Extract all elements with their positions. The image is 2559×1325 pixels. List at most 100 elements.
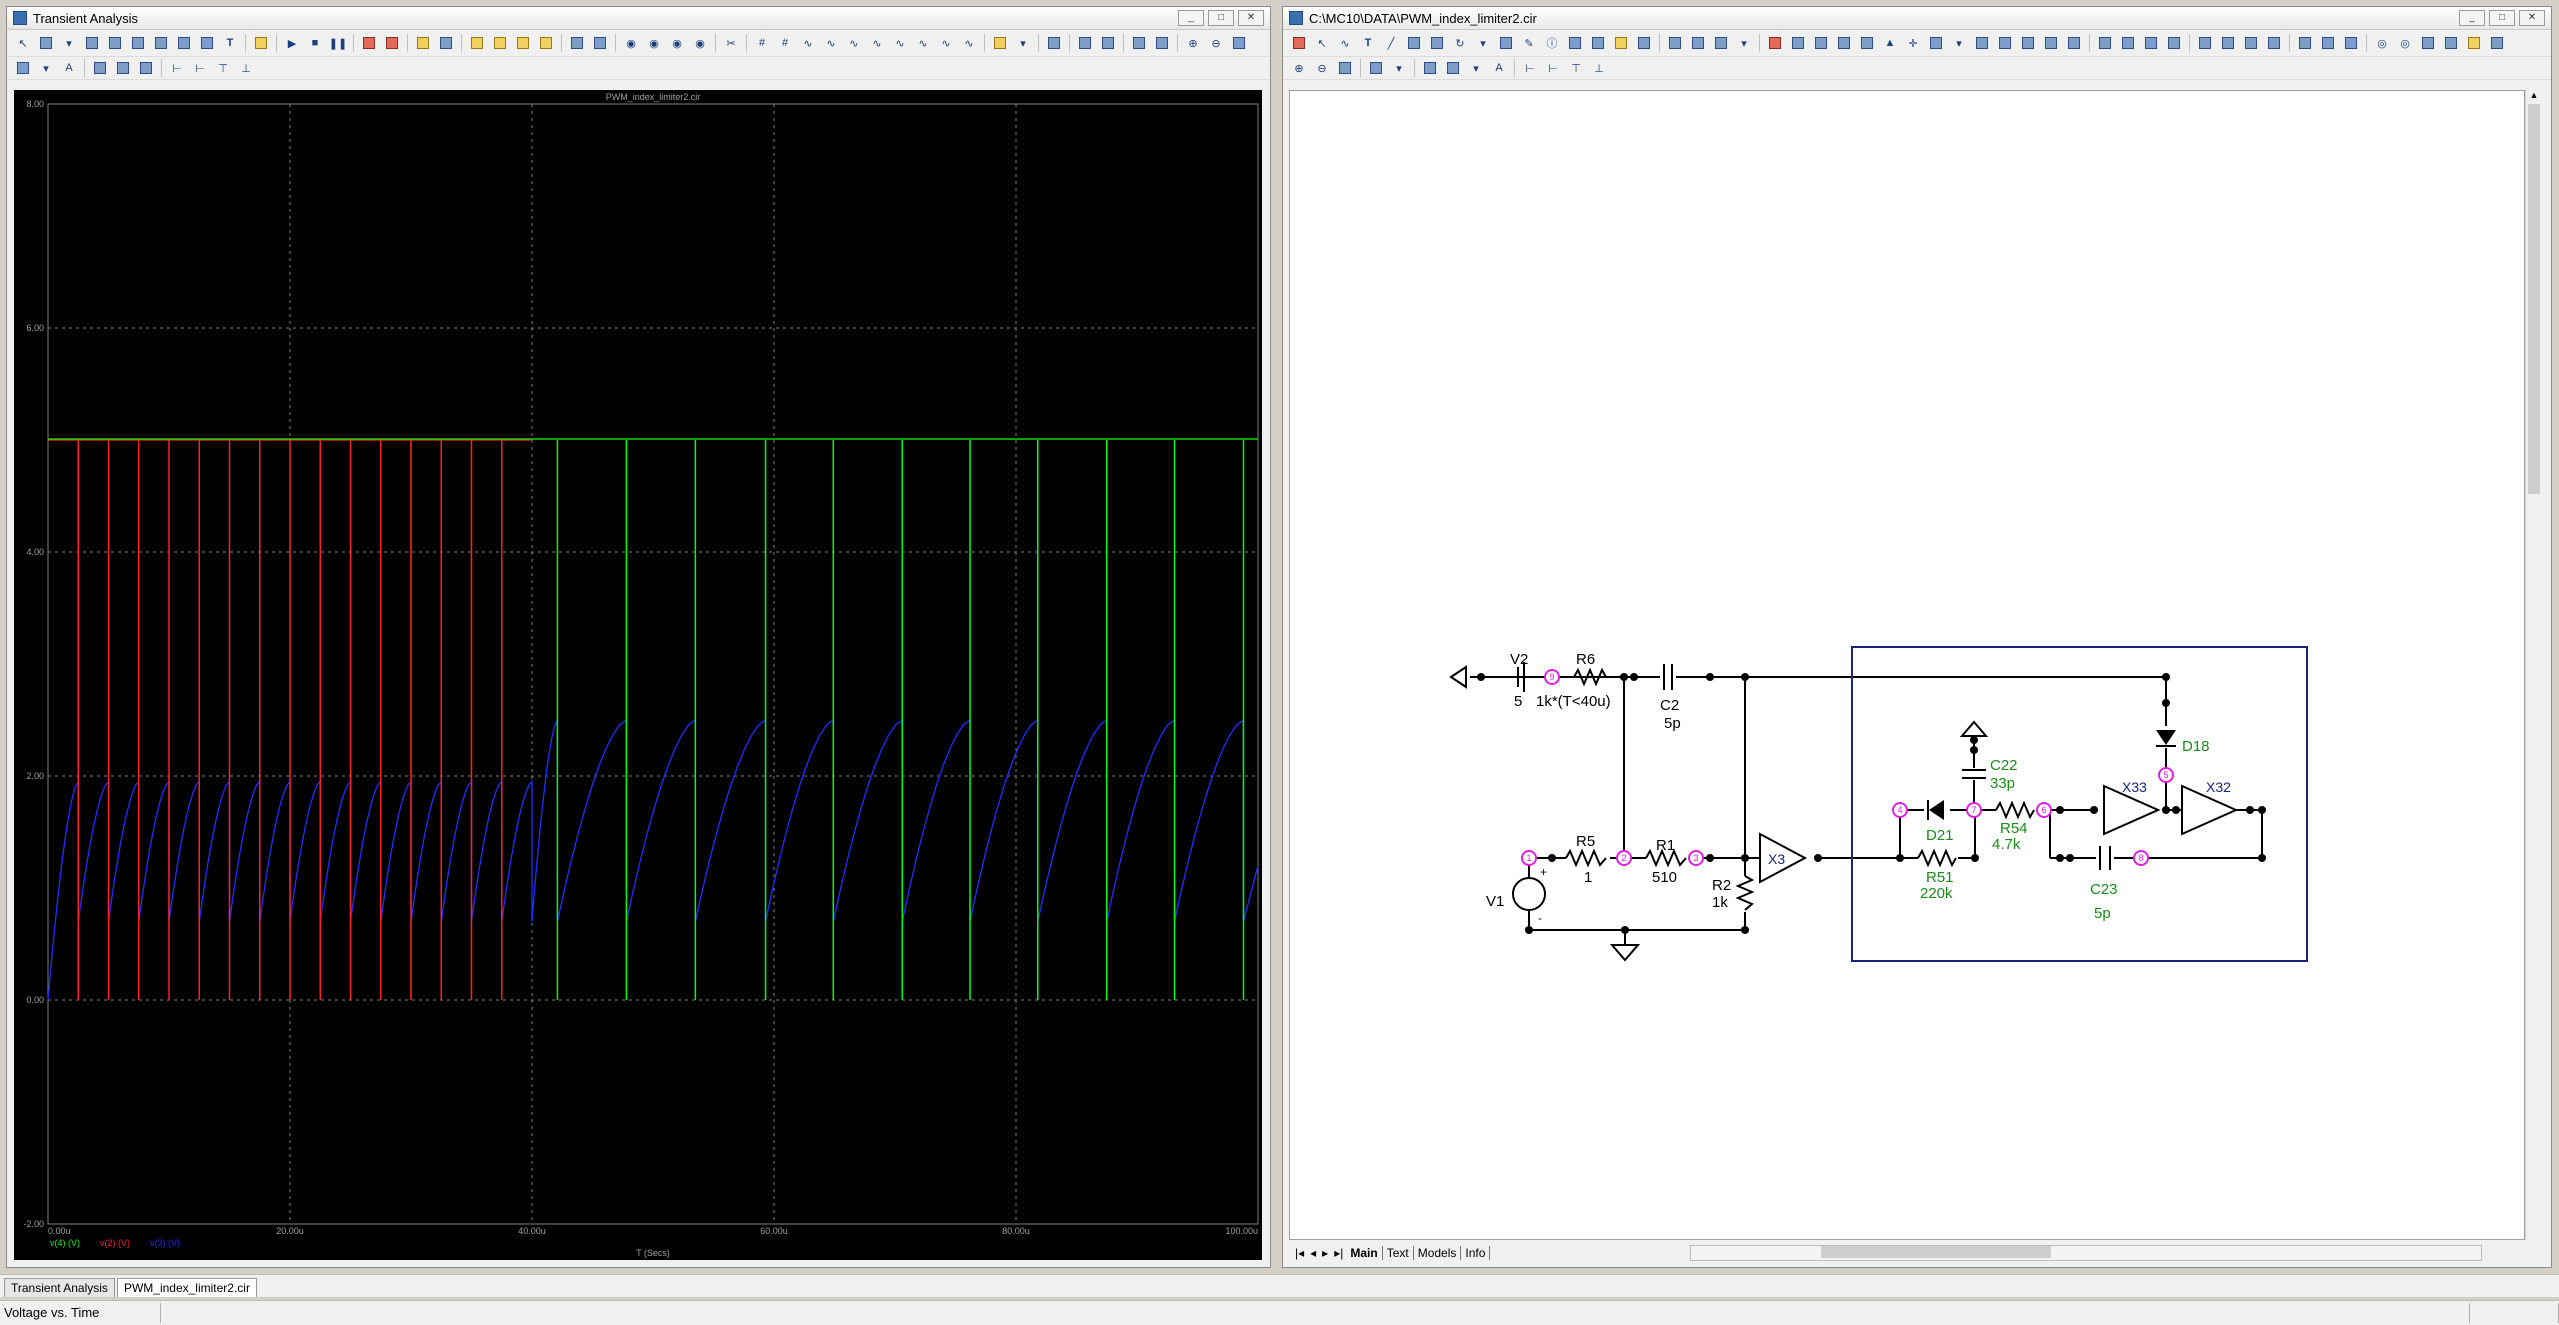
binoculars-icon[interactable] bbox=[2218, 33, 2238, 53]
tool-g-icon[interactable] bbox=[513, 33, 533, 53]
wave-d-icon[interactable]: ∿ bbox=[872, 37, 882, 50]
grid-2-icon[interactable] bbox=[1443, 58, 1463, 78]
wave-e-icon[interactable]: ∿ bbox=[895, 37, 905, 50]
wave-f-icon[interactable]: ∿ bbox=[918, 37, 928, 50]
tool-a-icon[interactable] bbox=[359, 33, 379, 53]
tab-first-icon[interactable]: |◂ bbox=[1295, 1246, 1305, 1260]
info-icon[interactable]: ⓘ bbox=[1546, 38, 1558, 50]
graphics-icon[interactable] bbox=[1427, 33, 1447, 53]
wave-b-icon[interactable]: ∿ bbox=[826, 37, 836, 50]
find-icon[interactable] bbox=[2195, 33, 2215, 53]
tool-l-icon[interactable] bbox=[1611, 33, 1631, 53]
tool-h-icon[interactable] bbox=[536, 33, 556, 53]
tab-last-icon[interactable]: ▸| bbox=[1334, 1246, 1344, 1260]
tool-n-icon[interactable] bbox=[1665, 33, 1685, 53]
tool-ab-icon[interactable] bbox=[2095, 33, 2115, 53]
select-icon[interactable]: ↖ bbox=[1317, 37, 1327, 50]
tool-y-icon[interactable] bbox=[2018, 33, 2038, 53]
graph-icon[interactable] bbox=[197, 33, 217, 53]
tool-ad-icon[interactable] bbox=[2141, 33, 2161, 53]
tab-info[interactable]: Info bbox=[1461, 1246, 1491, 1260]
copy-c-icon[interactable] bbox=[136, 58, 156, 78]
tool-ao-icon[interactable] bbox=[2464, 33, 2484, 53]
line-icon[interactable]: ╱ bbox=[1387, 37, 1395, 50]
dropdown-7-icon[interactable]: ▾ bbox=[1396, 62, 1402, 75]
align-d-icon[interactable]: ⊥ bbox=[241, 62, 251, 75]
tab-prev-icon[interactable]: ◂ bbox=[1310, 1246, 1317, 1260]
tool-t-icon[interactable] bbox=[1834, 33, 1854, 53]
table-icon[interactable] bbox=[1098, 33, 1118, 53]
close-button[interactable]: ✕ bbox=[2519, 10, 2545, 26]
font-2-icon[interactable]: A bbox=[1495, 62, 1503, 74]
dropdown-5-icon[interactable]: ▾ bbox=[1741, 37, 1747, 50]
tool-ac-icon[interactable] bbox=[2118, 33, 2138, 53]
tool-d-icon[interactable] bbox=[436, 33, 456, 53]
transient-title-bar[interactable]: Transient Analysis _ □ ✕ bbox=[7, 7, 1270, 30]
fit-a-icon[interactable] bbox=[1129, 33, 1149, 53]
schematic-canvas[interactable]: + - bbox=[1289, 90, 2525, 1240]
zoom-in-icon[interactable]: ⊕ bbox=[1188, 37, 1198, 50]
close-button[interactable]: ✕ bbox=[1238, 10, 1264, 26]
wire-icon[interactable]: ∿ bbox=[1340, 37, 1350, 50]
copy-b-icon[interactable] bbox=[113, 58, 133, 78]
help-icon[interactable] bbox=[1565, 33, 1585, 53]
component-icon[interactable] bbox=[1289, 33, 1309, 53]
pin-icon[interactable] bbox=[1496, 33, 1516, 53]
warning-icon[interactable]: ▲ bbox=[1884, 37, 1896, 49]
tool-b-icon[interactable] bbox=[382, 33, 402, 53]
tool-v-icon[interactable] bbox=[1926, 33, 1946, 53]
window-icon[interactable] bbox=[1044, 33, 1064, 53]
tool-c-icon[interactable] bbox=[413, 33, 433, 53]
zoom-out-icon[interactable]: ⊖ bbox=[1211, 37, 1221, 50]
tool-w-icon[interactable] bbox=[1972, 33, 1992, 53]
align-h-icon[interactable]: ⊥ bbox=[1594, 62, 1604, 75]
dropdown-8-icon[interactable]: ▾ bbox=[1473, 62, 1479, 75]
tool-ah-icon[interactable] bbox=[2295, 33, 2315, 53]
align-f-icon[interactable]: ⊢ bbox=[1548, 62, 1558, 75]
tool-ar-icon[interactable] bbox=[1420, 58, 1440, 78]
tool-e-icon[interactable] bbox=[467, 33, 487, 53]
align-e-icon[interactable]: ⊢ bbox=[1525, 62, 1535, 75]
add-curve-icon[interactable] bbox=[82, 33, 102, 53]
align-g-icon[interactable]: ⊤ bbox=[1571, 62, 1581, 75]
wave-a-icon[interactable]: ∿ bbox=[803, 37, 813, 50]
tool-s-icon[interactable] bbox=[1811, 33, 1831, 53]
tool-ae-icon[interactable] bbox=[2164, 33, 2184, 53]
wave-g-icon[interactable]: ∿ bbox=[941, 37, 951, 50]
tool-aa-icon[interactable] bbox=[2064, 33, 2084, 53]
zoom-fit-icon[interactable] bbox=[1229, 33, 1249, 53]
tool-p-icon[interactable] bbox=[1711, 33, 1731, 53]
grid-b-icon[interactable]: # bbox=[781, 37, 789, 49]
zoom-b-icon[interactable]: ◉ bbox=[649, 37, 659, 50]
select-mode-icon[interactable]: ↖ bbox=[18, 37, 28, 50]
tab-main[interactable]: Main bbox=[1346, 1246, 1383, 1260]
minimize-button[interactable]: _ bbox=[1178, 10, 1204, 26]
scale-icon[interactable] bbox=[105, 33, 125, 53]
tool-aq-icon[interactable] bbox=[1366, 58, 1386, 78]
tool-x-icon[interactable] bbox=[1995, 33, 2015, 53]
horizontal-scrollbar[interactable] bbox=[1690, 1245, 2483, 1261]
tool-q-icon[interactable] bbox=[1765, 33, 1785, 53]
fit-b-icon[interactable] bbox=[1152, 33, 1172, 53]
tool-aj-icon[interactable] bbox=[2341, 33, 2361, 53]
properties-icon[interactable] bbox=[36, 33, 56, 53]
dropdown-2-icon[interactable]: ▾ bbox=[1020, 37, 1026, 50]
rotate-icon[interactable]: ↻ bbox=[1455, 37, 1465, 50]
tool-u-icon[interactable] bbox=[1857, 33, 1877, 53]
zoom-box-icon[interactable] bbox=[151, 33, 171, 53]
font-icon[interactable]: A bbox=[65, 62, 73, 74]
tab-models[interactable]: Models bbox=[1414, 1246, 1462, 1260]
run-icon[interactable]: ▶ bbox=[287, 37, 297, 50]
align-b-icon[interactable]: ⊢ bbox=[195, 62, 205, 75]
dropdown-4-icon[interactable]: ▾ bbox=[1480, 37, 1486, 50]
pan-icon[interactable] bbox=[174, 33, 194, 53]
align-c-icon[interactable]: ⊤ bbox=[218, 62, 228, 75]
text-icon[interactable]: T bbox=[226, 37, 234, 49]
dropdown-3-icon[interactable]: ▾ bbox=[43, 62, 49, 75]
tool-m-icon[interactable] bbox=[1634, 33, 1654, 53]
maximize-button[interactable]: □ bbox=[2489, 10, 2515, 26]
pencil-icon[interactable]: ✎ bbox=[1524, 37, 1534, 50]
bulb-icon[interactable] bbox=[251, 33, 271, 53]
